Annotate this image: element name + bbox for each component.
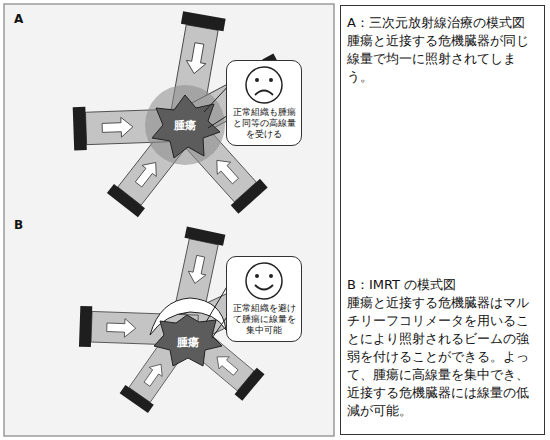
frown-face <box>244 65 284 105</box>
tumor-shape <box>154 315 222 366</box>
callout-text: 正常組織を避けて腫瘍に線量を集中可能 <box>231 303 297 336</box>
description-panel: A：三次元放射線治療の模式図腫瘍と近接する危機臓器が同じ線量で均一に照射されてし… <box>340 5 545 435</box>
callout-box: 正常組織を避けて腫瘍に線量を集中可能 <box>226 256 302 342</box>
callout-text: 正常組織も腫瘍と同等の高線量を受ける <box>231 107 297 140</box>
tumor-label-box: 腫瘍 <box>163 332 213 352</box>
callout-box: 正常組織も腫瘍と同等の高線量を受ける <box>226 60 302 146</box>
panel-heading: B：IMRT の模式図 <box>347 276 538 294</box>
panel-letter: A <box>14 12 23 26</box>
panel-body: 腫瘍と近接する危機臓器はマルチリーフコリメータを用いることにより照射されるビーム… <box>347 294 538 420</box>
text-block: B：IMRT の模式図腫瘍と近接する危機臓器はマルチリーフコリメータを用いること… <box>347 276 538 420</box>
panel-heading: A：三次元放射線治療の模式図 <box>347 14 538 32</box>
tumor-label: 腫瘍 <box>177 335 199 350</box>
panel-letter: B <box>14 218 23 232</box>
tumor-label: 腫瘍 <box>174 118 196 133</box>
text-block: A：三次元放射線治療の模式図腫瘍と近接する危機臓器が同じ線量で均一に照射されてし… <box>347 14 538 86</box>
smile-face <box>244 261 284 301</box>
tumor-label-box: 腫瘍 <box>160 115 210 135</box>
panel-body: 腫瘍と近接する危機臓器が同じ線量で均一に照射されてしまう。 <box>347 32 538 86</box>
figure-panel <box>4 4 334 436</box>
